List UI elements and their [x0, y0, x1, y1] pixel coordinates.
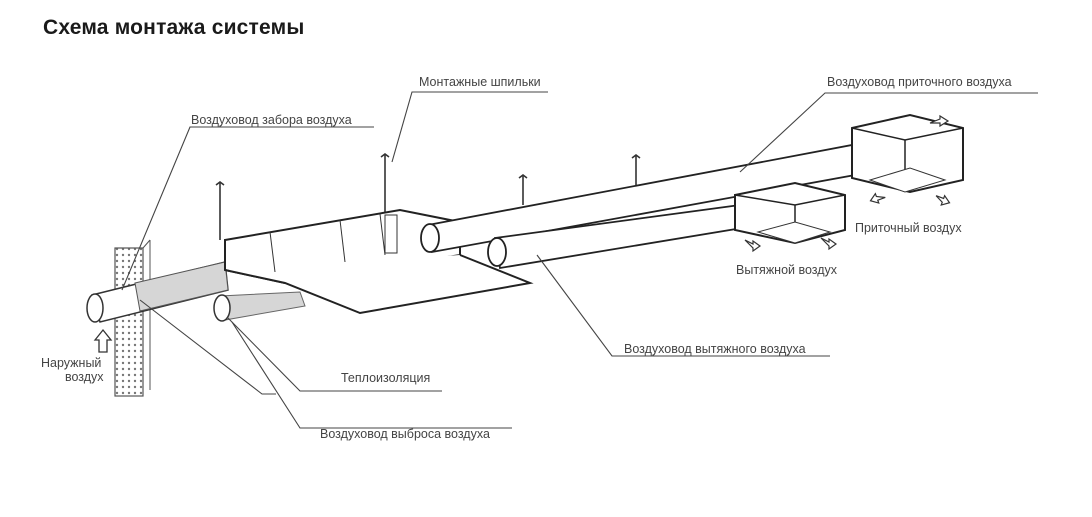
label-supply-duct: Воздуховод приточного воздуха [827, 75, 1012, 89]
exhaust-grille-box [734, 181, 846, 245]
label-exhaust-air: Вытяжной воздух [736, 263, 838, 277]
outdoor-air-arrow-icon [93, 328, 113, 353]
label-exhaust-duct: Воздуховод вытяжного воздуха [624, 342, 806, 356]
label-mounting-studs: Монтажные шпильки [419, 75, 541, 89]
leader-lines [121, 91, 1038, 429]
label-discharge-duct: Воздуховод выброса воздуха [320, 427, 490, 441]
label-outdoor-air-line1: Наружный [41, 356, 102, 370]
discharge-duct [213, 291, 306, 322]
mounting-studs [215, 153, 641, 240]
intake-duct [86, 261, 229, 323]
supply-grille-box [851, 113, 964, 194]
perforated-wall [114, 239, 151, 397]
label-supply-air: Приточный воздух [855, 221, 962, 235]
label-insulation: Теплоизоляция [341, 371, 431, 385]
recuperator-unit [224, 208, 534, 315]
diagram-title: Схема монтажа системы [43, 16, 305, 39]
label-outdoor-air-line2: воздух [65, 370, 104, 384]
supply-air-arrows-icon [869, 114, 951, 206]
label-intake-duct: Воздуховод забора воздуха [191, 113, 352, 127]
label-outdoor-air: Наружный воздух [41, 356, 104, 384]
exhaust-air-arrows-icon [744, 237, 838, 253]
